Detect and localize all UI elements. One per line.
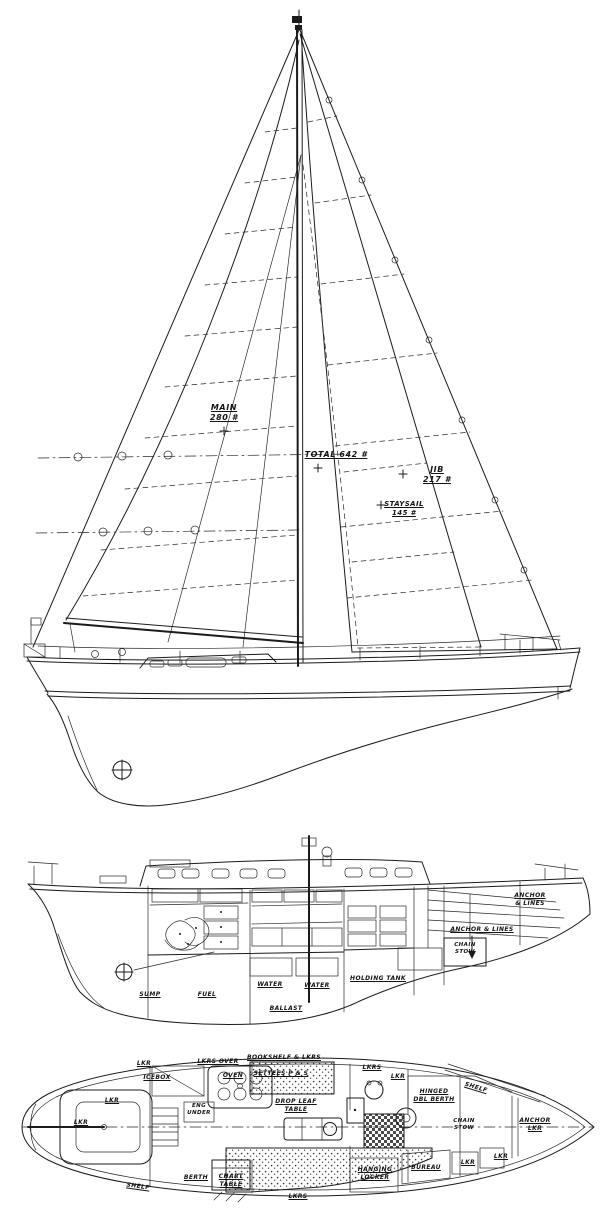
label-sump: Sump bbox=[139, 991, 161, 998]
label-icebox: Icebox bbox=[143, 1074, 171, 1081]
engine-sketch bbox=[164, 917, 210, 951]
stern-pulpit bbox=[23, 617, 46, 658]
label-eng-under: Eng Under bbox=[187, 1103, 211, 1117]
chart-table-plan bbox=[211, 1159, 251, 1191]
label-holding-tank: Holding Tank bbox=[350, 975, 406, 982]
forestay bbox=[299, 33, 482, 648]
stove-plan bbox=[207, 1065, 273, 1109]
propeller-mark-profile bbox=[114, 962, 134, 982]
center-of-effort-marks bbox=[219, 426, 408, 510]
sail-plan-view bbox=[23, 9, 581, 807]
deck-plan-view bbox=[21, 1057, 595, 1203]
backstay bbox=[32, 29, 300, 648]
label-cockpit-lkr-aft: Lkr bbox=[104, 1097, 120, 1104]
jib-sail bbox=[300, 31, 558, 653]
label-mainsail-area: Main 280 # bbox=[209, 403, 239, 423]
label-anchor-lines-bow: Anchor & Lines bbox=[514, 892, 546, 907]
mast bbox=[296, 27, 299, 667]
drop-leaf-table-plan bbox=[283, 1117, 343, 1141]
label-staysail-area: Staysail 145 # bbox=[384, 500, 424, 518]
label-bureau: Bureau bbox=[411, 1164, 441, 1171]
bow-pulpit bbox=[499, 633, 562, 652]
label-settees: Settees P & S bbox=[253, 1070, 309, 1077]
label-lkrs-mid: Lkrs bbox=[362, 1064, 382, 1071]
tick-marks bbox=[213, 1191, 247, 1203]
label-bookshelf-lkrs: Bookshelf & Lkrs bbox=[246, 1054, 322, 1061]
label-chart-table: Chart Table bbox=[218, 1173, 244, 1188]
icebox-plan bbox=[151, 1065, 205, 1097]
starboard-berth bbox=[225, 1147, 433, 1193]
label-lkrs-over: Lkrs Over bbox=[197, 1058, 239, 1065]
keel-profile bbox=[46, 688, 573, 807]
label-anchor-lkr: Anchor Lkr bbox=[519, 1117, 551, 1132]
head-floor-grating bbox=[363, 1113, 405, 1149]
sink-plan bbox=[364, 1080, 384, 1100]
label-chain-stow-plan: Chain Stow bbox=[453, 1118, 475, 1132]
hanging-locker-plan bbox=[349, 1157, 399, 1193]
label-drop-leaf-table: Drop Leaf Table bbox=[275, 1098, 317, 1113]
cowl-vent bbox=[321, 846, 333, 858]
water-tank-aft bbox=[249, 957, 293, 977]
masthead-fitting bbox=[292, 16, 302, 23]
label-bow-lkr-stbd: Lkr bbox=[493, 1153, 509, 1160]
label-jib-area: Jib 217 # bbox=[422, 465, 452, 485]
sailplan-hull bbox=[23, 617, 581, 807]
label-bow-lkr-port: Lkr bbox=[460, 1159, 476, 1166]
holding-tank-box bbox=[397, 947, 443, 971]
label-hinged-berth: Hinged Dbl Berth bbox=[413, 1088, 455, 1103]
label-chain-stow-profile: Chain Stow bbox=[454, 942, 476, 956]
bow-locker-2 bbox=[479, 1147, 505, 1169]
cabin-trunk-profile bbox=[139, 858, 431, 887]
label-lkrs-under-berth: Lkrs bbox=[288, 1193, 308, 1200]
profile-view bbox=[27, 835, 591, 1026]
label-lkr-mid: Lkr bbox=[390, 1073, 406, 1080]
label-anchor-lines: Anchor & Lines bbox=[450, 926, 514, 933]
label-cockpit-lkr-side: Lkr bbox=[73, 1119, 89, 1126]
toilet-plan bbox=[395, 1107, 417, 1129]
rudder-profile bbox=[57, 933, 105, 1009]
water-tank-fwd bbox=[295, 957, 339, 977]
label-berth: Berth bbox=[183, 1174, 209, 1181]
chain-stow-box bbox=[443, 937, 487, 967]
mast-plan bbox=[323, 1122, 337, 1136]
mast-step-box bbox=[346, 1097, 365, 1124]
anchor-lines-arrow bbox=[468, 935, 476, 959]
label-hanging-locker: Hanging Locker bbox=[357, 1166, 393, 1181]
galley-profile bbox=[149, 888, 249, 950]
bow-locker-1 bbox=[451, 1151, 479, 1175]
headstay bbox=[299, 29, 558, 650]
label-oven: Oven bbox=[222, 1072, 244, 1079]
label-water-fwd: Water bbox=[304, 982, 330, 989]
label-fuel: Fuel bbox=[197, 991, 217, 998]
label-total-area: Total 642 # bbox=[304, 450, 368, 459]
staysail-sail bbox=[302, 164, 482, 649]
mainsail bbox=[63, 39, 304, 653]
forepeak-slats bbox=[427, 885, 565, 949]
hull-profile-outline bbox=[27, 883, 591, 1026]
label-ballast: Ballast bbox=[269, 1005, 303, 1012]
companionway bbox=[151, 1107, 179, 1147]
cabin-trunk bbox=[139, 653, 277, 669]
bureau-plan bbox=[401, 1149, 451, 1185]
hinged-berth-plan bbox=[407, 1063, 546, 1115]
label-water-aft: Water bbox=[257, 981, 283, 988]
propeller-mark bbox=[111, 759, 133, 781]
label-galley-lkr: Lkr bbox=[136, 1060, 152, 1067]
port-settee bbox=[249, 1061, 335, 1095]
engine-box-plan bbox=[183, 1101, 215, 1123]
